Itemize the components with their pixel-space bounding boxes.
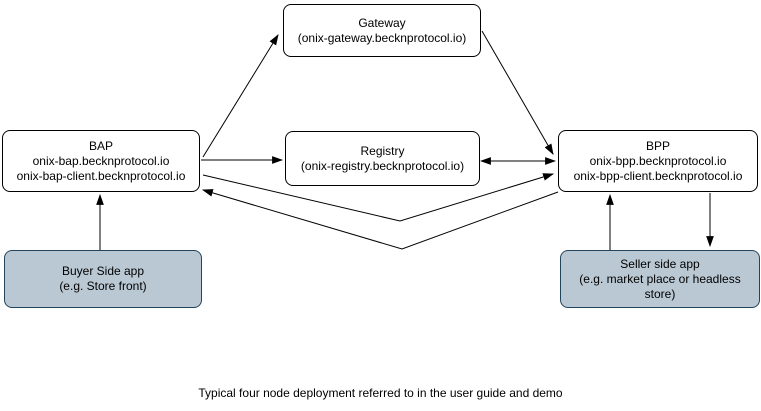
node-gateway-title: Gateway: [358, 15, 406, 30]
node-buyer-side-app: Buyer Side app (e.g. Store front): [4, 250, 202, 308]
node-registry-title: Registry: [360, 143, 405, 158]
node-bpp-client-domain: onix-bpp-client.becknprotocol.io: [573, 168, 743, 183]
arrow-bpp-to-bap-via-middle: [201, 189, 559, 250]
diagram-caption: Typical four node deployment referred to…: [198, 386, 563, 400]
node-registry: Registry (onix-registry.becknprotocol.io…: [285, 131, 480, 186]
node-gateway-subtitle: (onix-gateway.becknprotocol.io): [297, 30, 467, 45]
node-seller-side-app-title: Seller side app: [620, 256, 700, 271]
node-buyer-side-app-title: Buyer Side app: [61, 264, 145, 278]
node-gateway: Gateway (onix-gateway.becknprotocol.io): [283, 4, 481, 57]
node-bap-client-domain: onix-bap-client.becknprotocol.io: [16, 168, 186, 183]
node-bpp-domain: onix-bpp.becknprotocol.io: [589, 153, 727, 168]
arrow-gateway-to-bpp: [481, 30, 554, 155]
node-seller-side-app: Seller side app (e.g. market place or he…: [560, 250, 760, 308]
node-bpp: BPP onix-bpp.becknprotocol.io onix-bpp-c…: [558, 130, 758, 192]
node-bap-domain: onix-bap.becknprotocol.io: [32, 153, 170, 168]
node-bap: BAP onix-bap.becknprotocol.io onix-bap-c…: [2, 130, 200, 192]
node-seller-side-app-subtitle: (e.g. market place or headless store): [579, 271, 741, 301]
arrow-bap-to-bpp-via-middle: [202, 173, 555, 222]
node-bpp-title: BPP: [645, 138, 670, 153]
node-bap-title: BAP: [88, 138, 113, 153]
arrow-bap-to-gateway: [202, 34, 279, 158]
node-buyer-side-app-subtitle: (e.g. Store front): [59, 279, 147, 293]
node-registry-subtitle: (onix-registry.becknprotocol.io): [300, 158, 465, 173]
